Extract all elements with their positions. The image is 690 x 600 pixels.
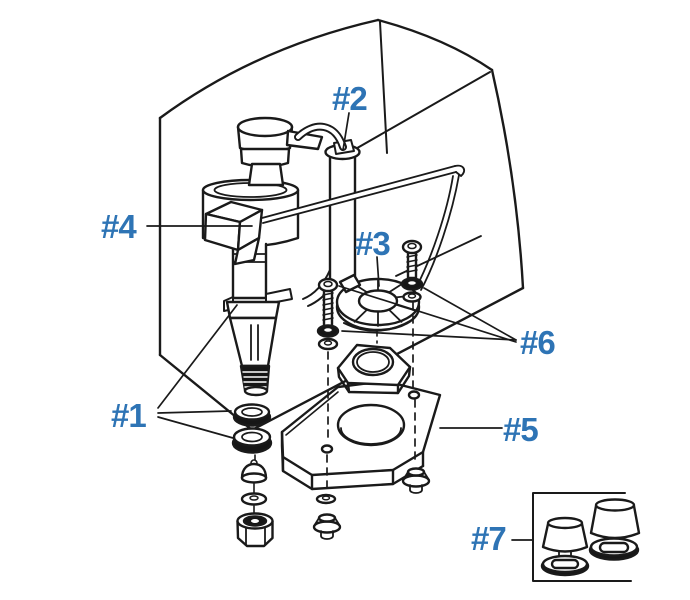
leader-6a <box>341 330 517 341</box>
shank-gasket-stack <box>231 403 274 548</box>
leader-1c <box>157 416 234 439</box>
mounting-plate <box>280 379 442 491</box>
flush-valve-wire <box>415 174 460 291</box>
fill-valve <box>201 116 347 397</box>
leader-6b <box>423 287 517 341</box>
overflow-tube <box>324 139 361 290</box>
tank-bolt-right <box>400 239 424 303</box>
leader-2 <box>342 112 350 151</box>
leader-3 <box>376 256 380 287</box>
leader-lines <box>146 112 534 541</box>
spud-nut <box>336 343 412 395</box>
bolt-centerlines <box>326 302 416 491</box>
part-label-5: #5 <box>503 411 539 448</box>
part-label-1: #1 <box>111 397 147 434</box>
inset-box <box>532 492 641 582</box>
inset-cone-left <box>540 516 590 577</box>
part-label-2: #2 <box>332 80 368 117</box>
flanged-nut-left <box>312 513 342 540</box>
tank-bolt-left <box>316 277 340 351</box>
part-label-6: #6 <box>520 324 556 361</box>
flanged-nut-right <box>401 467 431 494</box>
inset-cone-right <box>588 498 641 561</box>
leader-6c <box>338 285 517 343</box>
part-label-7: #7 <box>471 520 507 557</box>
leader-1b <box>157 410 232 414</box>
float-rod <box>261 164 466 224</box>
part-label-4: #4 <box>101 208 137 245</box>
left-bolt-washer <box>315 493 337 505</box>
leader-1a <box>157 304 238 409</box>
part-label-3: #3 <box>355 225 391 262</box>
